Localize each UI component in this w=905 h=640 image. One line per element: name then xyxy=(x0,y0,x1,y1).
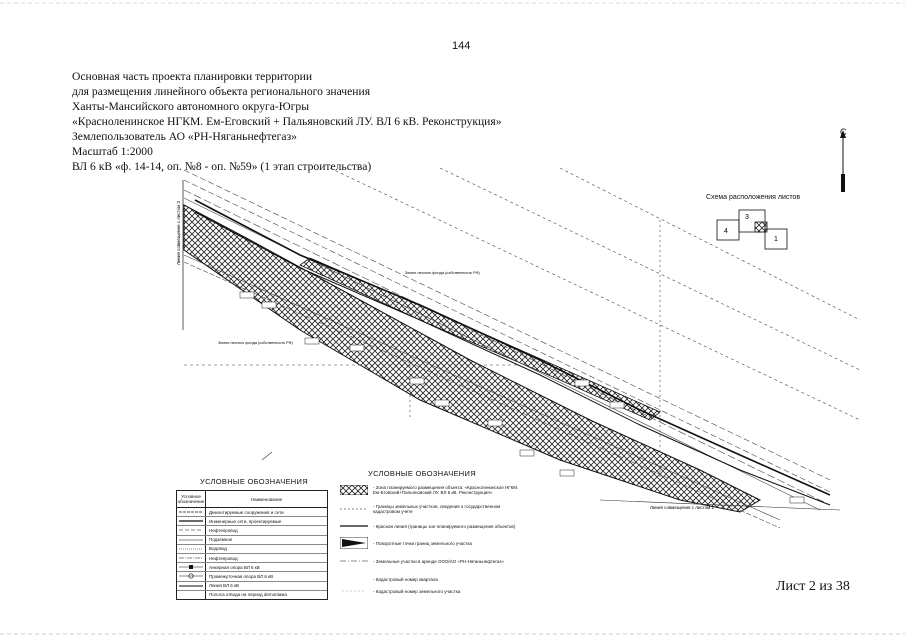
sheet-scheme-title: Схема расположения листов xyxy=(706,194,801,201)
planned-zone-hatch xyxy=(183,204,762,513)
forest-fund-label-2: Земли лесного фонда (собственность РФ) xyxy=(218,341,294,345)
legend-col-name: Наименование xyxy=(250,496,283,502)
legend-right-item: - Поворотные точки границ земельного уча… xyxy=(340,537,472,549)
legend-row: Нефтепровод xyxy=(177,526,327,536)
legend-row: Инженерные сети, проектируемые xyxy=(177,517,327,527)
legend-row: Линия ВЛ 6 кВ xyxy=(177,581,327,591)
power-line-route-2 xyxy=(194,211,831,506)
title-block: Основная часть проекта планировки террит… xyxy=(72,69,502,174)
sheet-scheme-4: 4 xyxy=(724,228,728,235)
title-line: Масштаб 1:2000 xyxy=(72,145,153,158)
north-arrow-icon xyxy=(840,130,846,192)
title-line: Основная часть проекта планировки террит… xyxy=(72,70,313,83)
legend-row: Полоса отвода на период demontажа xyxy=(177,590,327,599)
legend-row: Демонтируемые сооружения и сети xyxy=(177,508,327,518)
forest-fund-label-1: Земли лесного фонда (собственность РФ) xyxy=(405,271,481,275)
legend-right-item: - Кадастровый номер квартала xyxy=(373,576,438,582)
legend-row: Промежуточная опора ВЛ 6 кВ xyxy=(177,572,327,582)
sheet-label: Лист 2 из 38 xyxy=(776,579,850,594)
sketch-tick xyxy=(261,451,273,461)
legend-left-table: Условное обозначение Наименование Демонт… xyxy=(176,490,328,600)
legend-right-item: - Кадастровый номер земельного участка xyxy=(342,588,461,594)
title-line: ВЛ 6 кВ «ф. 14-14, оп. №8 - оп. №59» (1 … xyxy=(72,160,372,173)
legend-right-item: - Зона планируемого размещения объекта: … xyxy=(340,485,523,495)
power-line-route xyxy=(194,199,831,496)
title-line: «Красноленинское НГКМ. Ем-Еговский + Пал… xyxy=(72,115,502,128)
match-line-bottom-label: Линия совмещения с листом 1 xyxy=(650,505,714,510)
title-line: для размещения линейного объекта региона… xyxy=(72,85,371,98)
match-line-bottom xyxy=(599,499,841,511)
legend-row: Водовод xyxy=(177,544,327,554)
match-line-left-label: Линия совмещения с листом 3 xyxy=(176,201,181,265)
title-line: Ханты-Мансийского автономного округа-Югр… xyxy=(72,100,310,113)
sheet-scheme-1: 1 xyxy=(774,236,778,243)
page-number: 144 xyxy=(452,40,471,52)
sheet-scheme xyxy=(716,209,788,250)
legend-row: Анкерная опора ВЛ 6 кВ xyxy=(177,563,327,573)
boundary-lines xyxy=(183,167,861,529)
legend-col-symbol: Условное обозначение xyxy=(177,491,206,507)
sheet-scheme-3: 3 xyxy=(745,214,749,221)
legend-row: Нефтепровод xyxy=(177,553,327,564)
title-line: Землепользователь АО «РН-Няганьнефтегаз» xyxy=(72,130,297,143)
legend-right-item: - Красная линия (границы зон планируемог… xyxy=(340,523,516,529)
legend-row: Подземное xyxy=(177,535,327,545)
legend-right-item: - Земельные участки в аренде ООО/АО «РН-… xyxy=(340,558,504,564)
legend-right-title: УСЛОВНЫЕ ОБОЗНАЧЕНИЯ xyxy=(368,469,476,478)
legend-left-title: УСЛОВНЫЕ ОБОЗНАЧЕНИЯ xyxy=(200,477,308,486)
kadastr-labels xyxy=(239,291,805,504)
legend-right-item: - Границы земельных участков, сведения о… xyxy=(340,504,501,514)
